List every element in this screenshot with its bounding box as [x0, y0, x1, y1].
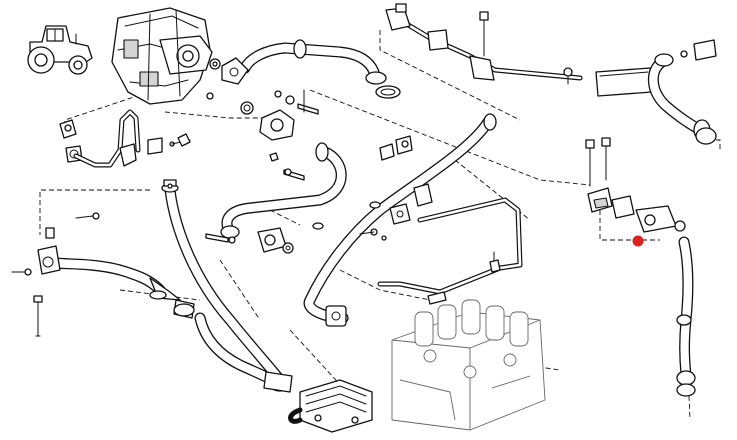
clamp-icon: [149, 201, 381, 300]
right-fitting-assembly: [585, 137, 686, 233]
return-pipe-center: [303, 113, 497, 327]
pump-housing: [111, 7, 213, 105]
right-vertical-hose: [676, 236, 696, 397]
injector-leak-pipe: [377, 197, 523, 305]
thermostat-flange: [240, 101, 305, 181]
callout-marker: [632, 235, 644, 247]
top-right-hose: [647, 39, 717, 145]
oil-cooler: [288, 379, 373, 433]
leak-off-pipe-left: [73, 109, 191, 168]
lower-hose-bottom: [194, 312, 293, 393]
top-right-fuel-line: [385, 3, 653, 97]
bolt-icon: [11, 89, 305, 337]
fuel-pump-icon: [391, 299, 546, 431]
upper-elbow-hose: [209, 39, 401, 115]
lower-hose-left: [37, 245, 195, 319]
left-fitting: [59, 119, 83, 163]
center-fittings: [359, 135, 433, 241]
tractor-icon: [27, 25, 93, 75]
center-elbow-hose: [205, 142, 347, 254]
hose-icon: [167, 183, 173, 189]
